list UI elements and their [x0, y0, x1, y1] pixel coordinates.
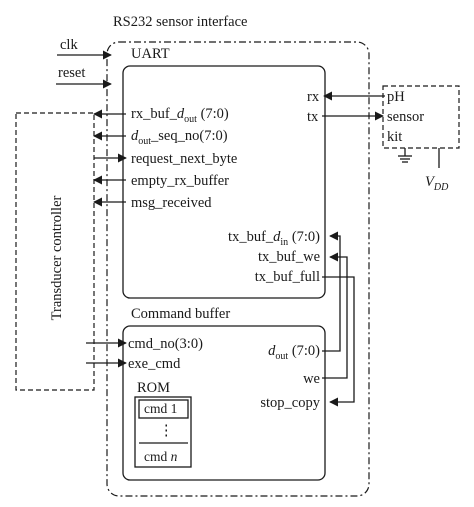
cmd-we-label: we	[303, 371, 320, 387]
stop-copy-label: stop_copy	[260, 395, 320, 411]
sensor-kit-line3: kit	[387, 129, 402, 145]
rs232-interface-title: RS232 sensor interface	[113, 14, 248, 30]
empty-rx-buffer-label: empty_rx_buffer	[131, 173, 229, 189]
dout-seq-no-label: dout_seq_no(7:0)	[131, 128, 228, 147]
rom-cmd-1: cmd 1	[144, 401, 177, 416]
ground-icon	[398, 148, 412, 163]
rom-cmd-1-cell	[138, 399, 189, 419]
rom-cmd-n: cmd n	[144, 449, 178, 464]
rs232-interface-boundary	[106, 41, 370, 497]
dout-to-tx-buf-din-wire	[322, 231, 341, 352]
uart-block	[122, 65, 326, 299]
reset-label: reset	[58, 65, 85, 81]
tx-buf-we-label: tx_buf_we	[258, 249, 320, 265]
cmd-dout-label: dout (7:0)	[268, 343, 320, 362]
rom-block	[134, 396, 192, 468]
clk-label: clk	[60, 37, 78, 53]
tx-label: tx	[307, 109, 319, 125]
sensor-kit-line2: sensor	[387, 109, 424, 125]
command-buffer-title: Command buffer	[131, 306, 230, 322]
uart-title: UART	[131, 46, 170, 62]
rom-dots: ⋮	[159, 423, 174, 439]
cmd-no-label: cmd_no(3:0)	[128, 336, 203, 352]
rx-label: rx	[307, 89, 320, 105]
tx-buf-full-to-stop-copy-wire	[322, 276, 355, 407]
transducer-controller-label: Transducer controller	[49, 195, 65, 320]
we-to-tx-buf-we-wire	[322, 252, 348, 379]
vdd-label: VDD	[425, 174, 449, 193]
rom-title: ROM	[137, 380, 170, 396]
sensor-kit-line1: pH	[387, 89, 405, 105]
msg-received-label: msg_received	[131, 195, 212, 211]
request-next-byte-label: request_next_byte	[131, 151, 237, 167]
transducer-controller-block	[15, 112, 95, 391]
exe-cmd-label: exe_cmd	[128, 356, 181, 372]
tx-buf-full-label: tx_buf_full	[255, 269, 320, 285]
tx-buf-din-label: tx_buf_din (7:0)	[228, 229, 320, 248]
rx-buf-dout-label: rx_buf_dout (7:0)	[131, 106, 229, 125]
